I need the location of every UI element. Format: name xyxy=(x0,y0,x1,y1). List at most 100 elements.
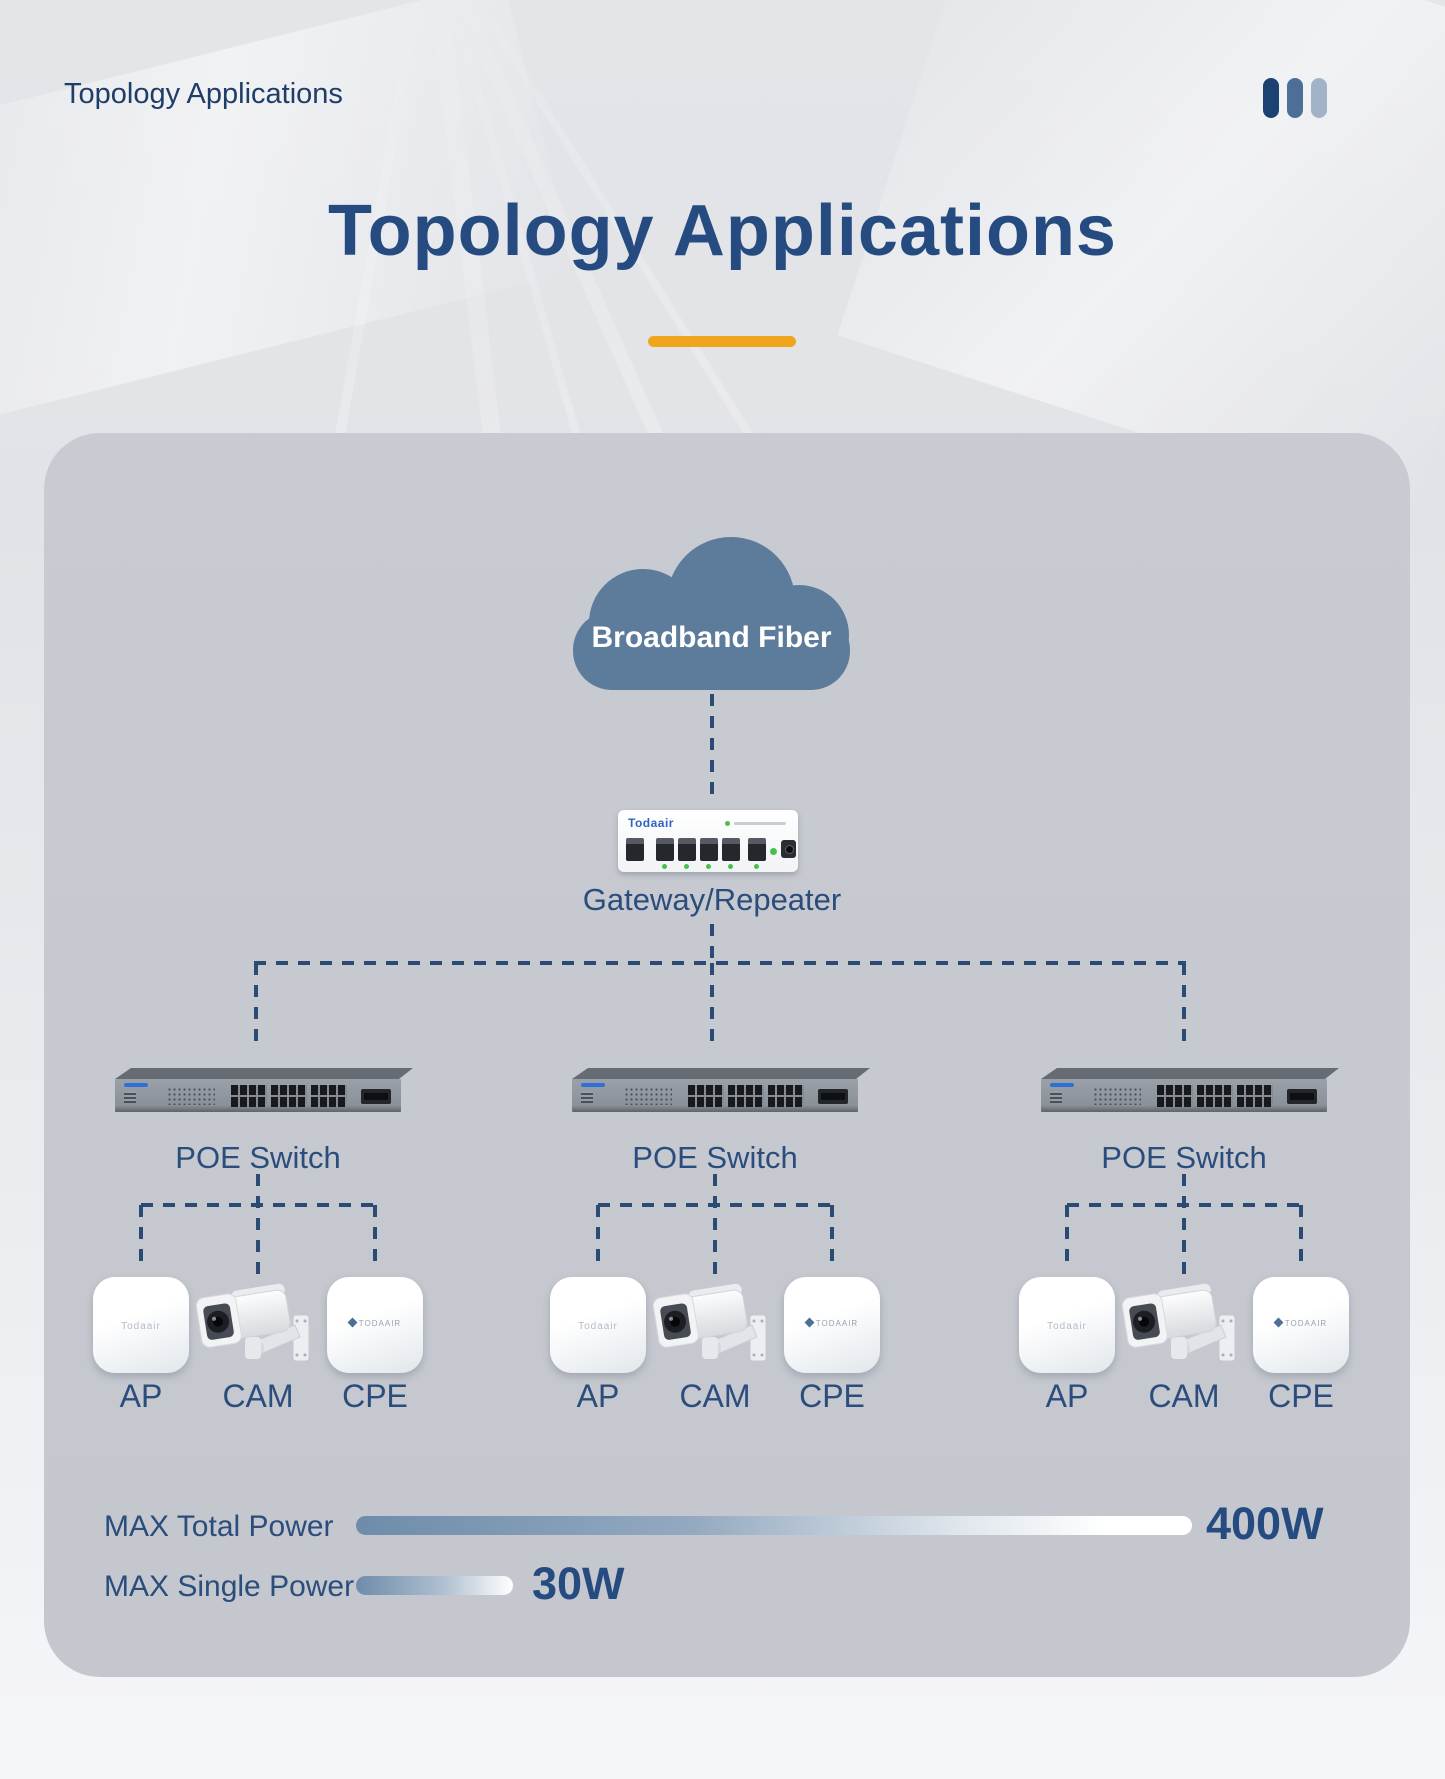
connector-switch-devices xyxy=(256,1174,260,1274)
sfp-port xyxy=(361,1089,391,1104)
port-led xyxy=(728,864,733,869)
ap-brand-label: Todaair xyxy=(121,1321,161,1332)
switch-port-block xyxy=(311,1085,347,1107)
switch-port-block xyxy=(768,1085,804,1107)
ethernet-port xyxy=(678,838,696,861)
switch-front-face xyxy=(115,1079,401,1112)
ap-device: Todaair xyxy=(1019,1277,1115,1373)
switch-port-block xyxy=(728,1085,764,1107)
hero-underline xyxy=(648,336,796,347)
cam-label: CAM xyxy=(222,1378,294,1414)
poe-switch-group-1: POE Switch Todaair TODAAIR AP CAM CPE xyxy=(93,1068,423,1418)
hero-title: Topology Applications xyxy=(328,191,1117,271)
menu-bar-3 xyxy=(1311,78,1327,118)
poe-switch-device xyxy=(1041,1068,1339,1112)
poe-switch-group-3: POE Switch Todaair TODAAIR AP CAM CPE xyxy=(1019,1068,1349,1418)
brand-diamond-icon xyxy=(804,1317,815,1328)
connector-device-bus xyxy=(598,1203,832,1207)
cpe-brand-label: TODAAIR xyxy=(1253,1317,1349,1328)
connector-bus-cpe xyxy=(830,1205,834,1267)
switch-port-block xyxy=(271,1085,307,1107)
switch-port-block xyxy=(1237,1085,1273,1107)
switch-qr-code xyxy=(124,1091,136,1103)
connector-bus-switch-1 xyxy=(254,963,258,1050)
connector-bus-ap xyxy=(139,1205,143,1267)
ap-label: AP xyxy=(576,1378,620,1414)
cam-device xyxy=(1119,1277,1249,1377)
connector-bus-cpe xyxy=(373,1205,377,1267)
max-single-power-value: 30W xyxy=(532,1558,625,1609)
switch-top-face xyxy=(572,1068,870,1079)
cpe-label: CPE xyxy=(799,1378,865,1414)
connector-bus-ap xyxy=(1065,1205,1069,1267)
connector-device-bus xyxy=(1067,1203,1301,1207)
poe-switch-label: POE Switch xyxy=(632,1140,798,1175)
dc-jack xyxy=(781,840,796,858)
brand-diamond-icon xyxy=(347,1317,358,1328)
menu-bar-2 xyxy=(1287,78,1303,118)
sfp-port xyxy=(818,1089,848,1104)
gateway-model-text xyxy=(734,822,786,825)
switch-vents xyxy=(1093,1087,1141,1105)
switch-port-block xyxy=(1197,1085,1233,1107)
ap-device: Todaair xyxy=(550,1277,646,1373)
connector-switch-devices xyxy=(713,1174,717,1274)
switch-port-block xyxy=(1157,1085,1193,1107)
page-title: Topology Applications xyxy=(64,78,343,110)
cam-device xyxy=(650,1277,780,1377)
cloud-label: Broadband Fiber xyxy=(591,621,832,654)
switch-vents xyxy=(624,1087,672,1105)
switch-qr-code xyxy=(1050,1091,1062,1103)
connector-bus-switch-3 xyxy=(1182,963,1186,1050)
cam-label: CAM xyxy=(1148,1378,1220,1414)
connector-main-bus xyxy=(254,961,1186,965)
max-total-power-value: 400W xyxy=(1206,1498,1324,1549)
poe-switch-group-2: POE Switch Todaair TODAAIR AP CAM CPE xyxy=(550,1068,880,1418)
cpe-label: CPE xyxy=(1268,1378,1334,1414)
cpe-label: CPE xyxy=(342,1378,408,1414)
ap-label: AP xyxy=(1045,1378,1089,1414)
poe-switch-label: POE Switch xyxy=(175,1140,341,1175)
switch-top-face xyxy=(115,1068,413,1079)
ethernet-port xyxy=(748,838,766,861)
ap-brand-label: Todaair xyxy=(1047,1321,1087,1332)
switch-brand-mark xyxy=(124,1083,148,1087)
port-led xyxy=(754,864,759,869)
cam-device xyxy=(193,1277,323,1377)
port-led xyxy=(662,864,667,869)
poe-switch-label: POE Switch xyxy=(1101,1140,1267,1175)
switch-qr-code xyxy=(581,1091,593,1103)
switch-brand-mark xyxy=(581,1083,605,1087)
menu-bar-1 xyxy=(1263,78,1279,118)
switch-brand-mark xyxy=(1050,1083,1074,1087)
ethernet-port xyxy=(656,838,674,861)
menu-bars-icon xyxy=(1263,78,1327,118)
connector-cloud-gateway xyxy=(710,694,714,800)
cpe-device: TODAAIR xyxy=(784,1277,880,1373)
cpe-brand-label: TODAAIR xyxy=(327,1317,423,1328)
switch-front-face xyxy=(1041,1079,1327,1112)
switch-port-block xyxy=(688,1085,724,1107)
max-single-power-bar xyxy=(356,1576,513,1595)
gateway-label: Gateway/Repeater xyxy=(582,882,842,917)
gateway-status-dot xyxy=(725,821,730,826)
poe-switch-device xyxy=(115,1068,413,1112)
broadband-cloud: Broadband Fiber xyxy=(573,533,850,690)
ethernet-port xyxy=(722,838,740,861)
ap-label: AP xyxy=(119,1378,163,1414)
ethernet-port xyxy=(700,838,718,861)
switch-port-block xyxy=(231,1085,267,1107)
switch-front-face xyxy=(572,1079,858,1112)
switch-vents xyxy=(167,1087,215,1105)
gateway-device: Todaair xyxy=(618,810,798,872)
cpe-brand-label: TODAAIR xyxy=(784,1317,880,1328)
switch-top-face xyxy=(1041,1068,1339,1079)
max-single-power-label: MAX Single Power xyxy=(104,1570,355,1603)
ap-device: Todaair xyxy=(93,1277,189,1373)
port-led xyxy=(706,864,711,869)
cam-label: CAM xyxy=(679,1378,751,1414)
ethernet-port xyxy=(626,838,644,861)
connector-bus-cpe xyxy=(1299,1205,1303,1267)
ap-brand-label: Todaair xyxy=(578,1321,618,1332)
